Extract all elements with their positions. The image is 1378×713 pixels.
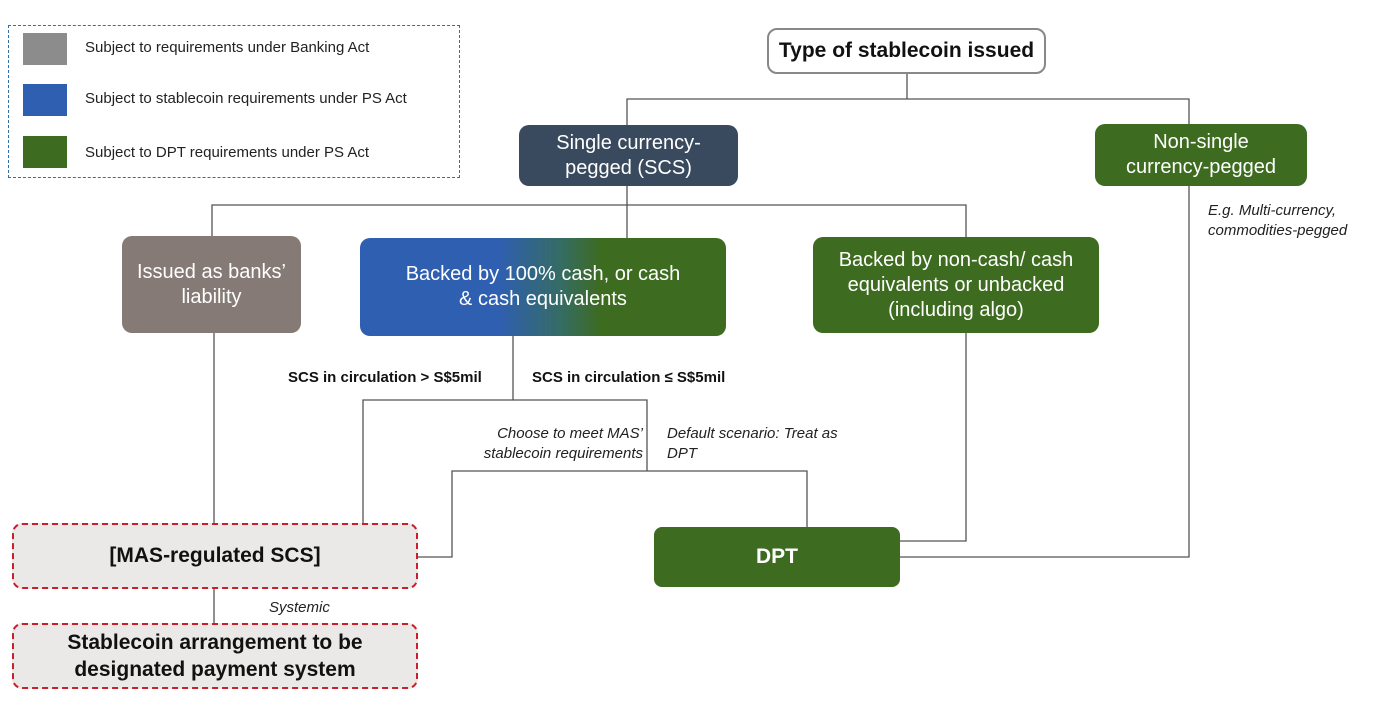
node-single-currency-pegged: Single currency-pegged (SCS) [519, 125, 738, 186]
legend: Subject to requirements under Banking Ac… [8, 25, 460, 178]
label-circulation-le-5mil: SCS in circulation ≤ S$5mil [532, 369, 726, 386]
node-root: Type of stablecoin issued [767, 28, 1046, 74]
cash-le5 [513, 399, 648, 440]
scs-split [211, 204, 967, 237]
noncash-to-dpt [900, 333, 967, 542]
node-non-cash-backed: Backed by non-cash/ cash equivalents or … [813, 237, 1099, 333]
root-split [626, 98, 1190, 125]
nscs-to-dpt [900, 186, 1190, 558]
label-systemic: Systemic [269, 599, 330, 616]
label-default-scenario: Default scenario: Treat as DPT [667, 425, 838, 462]
label-choose-mas: Choose to meet MAS’ stablecoin requireme… [483, 425, 643, 462]
legend-swatch-banking [23, 33, 67, 65]
node-designated-payment-system: Stablecoin arrangement to be designated … [12, 623, 418, 689]
legend-label-stablecoin: Subject to stablecoin requirements under… [85, 90, 407, 107]
node-non-single-currency-pegged: Non-single currency-pegged [1095, 124, 1307, 186]
legend-swatch-dpt [23, 136, 67, 168]
legend-label-banking: Subject to requirements under Banking Ac… [85, 39, 370, 56]
node-bank-liability: Issued as banks’ liability [122, 236, 301, 333]
label-example-multi-currency: E.g. Multi-currency, commodities-pegged [1208, 202, 1348, 239]
node-cash-backed: Backed by 100% cash, or cash & cash equi… [360, 238, 726, 336]
legend-label-dpt: Subject to DPT requirements under PS Act [85, 144, 370, 161]
cash-split [362, 336, 514, 523]
node-mas-regulated-scs: [MAS-regulated SCS] [12, 523, 418, 589]
choice-split [418, 470, 808, 558]
label-circulation-gt-5mil: SCS in circulation > S$5mil [288, 369, 482, 386]
node-dpt: DPT [654, 527, 900, 587]
legend-swatch-stablecoin [23, 84, 67, 116]
